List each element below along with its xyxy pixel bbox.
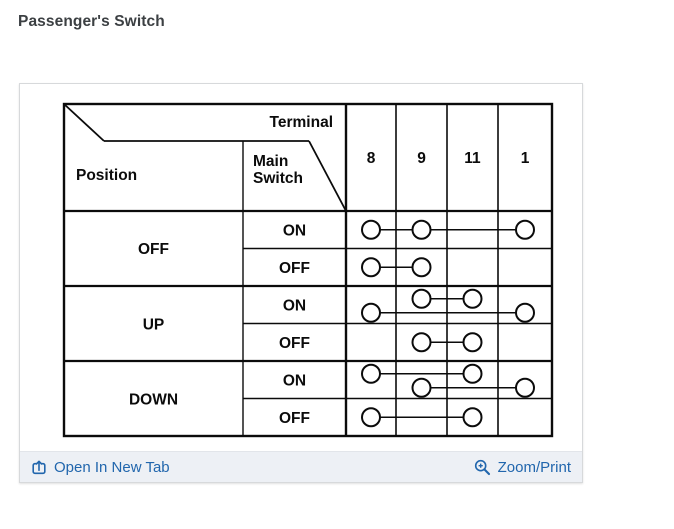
zoom-magnifier-icon — [474, 459, 490, 475]
open-in-new-tab-label: Open In New Tab — [54, 458, 170, 476]
terminal-contact-circle — [462, 363, 483, 384]
page-title: Passenger's Switch — [18, 13, 165, 30]
position-label-up: UP — [143, 317, 165, 334]
terminal-contact-circle — [515, 219, 535, 240]
continuity-connections — [361, 219, 535, 428]
terminal-contact-circle — [411, 332, 432, 353]
switch-continuity-figure: Terminal Position Main Switch 8 9 11 1 O… — [20, 84, 582, 451]
open-in-new-tab-link[interactable]: Open In New Tab — [31, 459, 170, 475]
terminal-contact-circle — [411, 377, 432, 398]
open-in-new-tab-icon — [32, 460, 46, 475]
main-switch-up-on: ON — [283, 298, 306, 315]
terminal-contact-circle — [411, 219, 432, 240]
main-switch-off-off: OFF — [279, 260, 310, 277]
switch-table-svg: Terminal Position Main Switch 8 9 11 1 O… — [62, 102, 554, 438]
position-label-off: OFF — [138, 241, 169, 258]
zoom-print-label: Zoom/Print — [497, 458, 571, 476]
terminal-contact-circle — [515, 302, 535, 323]
terminal-header-8: 8 — [367, 150, 376, 167]
main-switch-up-off: OFF — [279, 335, 310, 352]
corner-terminal-label: Terminal — [270, 114, 333, 131]
figure-card: Terminal Position Main Switch 8 9 11 1 O… — [19, 83, 583, 483]
terminal-contact-circle — [361, 407, 381, 428]
terminal-header-9: 9 — [417, 150, 426, 167]
terminal-contact-circle — [411, 257, 432, 278]
terminal-contact-circle — [411, 288, 432, 309]
terminal-header-11: 11 — [464, 150, 481, 167]
main-switch-down-off: OFF — [279, 410, 310, 427]
terminal-contact-circle — [462, 288, 483, 309]
corner-main-switch-line2: Switch — [253, 170, 303, 187]
corner-main-switch-line1: Main — [253, 153, 288, 170]
terminal-contact-circle — [462, 407, 483, 428]
terminal-contact-circle — [361, 257, 381, 278]
terminal-contact-circle — [462, 332, 483, 353]
terminal-contact-circle — [361, 302, 381, 323]
corner-position-label: Position — [76, 167, 137, 184]
main-switch-off-on: ON — [283, 223, 306, 240]
terminal-contact-circle — [361, 219, 381, 240]
position-label-down: DOWN — [129, 392, 178, 409]
zoom-print-link[interactable]: Zoom/Print — [474, 459, 571, 476]
main-switch-down-on: ON — [283, 373, 306, 390]
terminal-contact-circle — [515, 377, 535, 398]
table-grid — [62, 102, 554, 438]
terminal-header-1: 1 — [521, 150, 530, 167]
terminal-contact-circle — [361, 363, 381, 384]
figure-footer-bar: Open In New Tab Zoom/Print — [20, 451, 582, 482]
